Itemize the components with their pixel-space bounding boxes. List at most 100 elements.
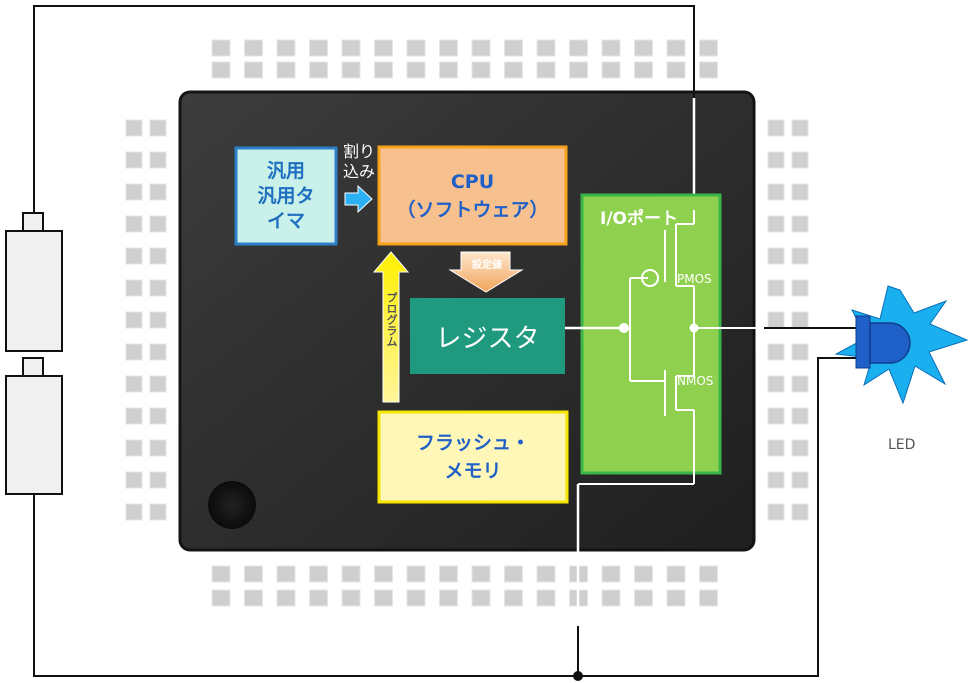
- chip-pin: [504, 61, 523, 79]
- chip-pin: [791, 407, 809, 425]
- chip-pin: [374, 589, 393, 607]
- flash-label-line: メモリ: [444, 460, 502, 482]
- chip-pin: [536, 39, 556, 57]
- chip-pin: [406, 589, 426, 607]
- chip-pin: [767, 119, 785, 137]
- chip-pin: [569, 61, 588, 79]
- chip-pin: [149, 279, 167, 297]
- cpu-label: CPU: [450, 170, 495, 193]
- program-label: プログラム: [385, 292, 398, 347]
- chip-pin: [791, 375, 809, 393]
- setting-value-arrow: [448, 251, 524, 293]
- chip-pin: [125, 407, 143, 425]
- interrupt-label: 割り 込み: [336, 140, 382, 184]
- chip-pin: [504, 589, 523, 607]
- register-block: レジスタ: [410, 298, 565, 374]
- chip-pin: [374, 61, 393, 79]
- chip-pin: [699, 61, 718, 79]
- chip-pin: [471, 565, 491, 583]
- chip-pin: [439, 61, 458, 79]
- chip-pin: [211, 589, 231, 607]
- pmos-label: PMOS: [677, 272, 712, 286]
- chip-pin: [406, 39, 426, 57]
- chip-pin: [471, 39, 491, 57]
- flash-block: フラッシュ・ メモリ: [379, 412, 567, 502]
- chip-pin: [601, 39, 621, 57]
- chip-pin: [374, 39, 393, 57]
- timer-block-box: [234, 146, 338, 246]
- chip-pin: [767, 471, 785, 489]
- chip-pin: [791, 151, 809, 169]
- chip-pin: [767, 375, 785, 393]
- interrupt-label-line: 込み: [342, 162, 375, 181]
- chip-pin: [125, 151, 143, 169]
- program-arrow: [372, 251, 410, 403]
- chip-pin: [309, 565, 328, 583]
- chip-pin: [536, 61, 556, 79]
- led-label: LED: [888, 437, 916, 453]
- chip-pin: [634, 565, 653, 583]
- chip-pin: [634, 61, 653, 79]
- led-rim: [855, 315, 871, 369]
- chip-pin: [791, 215, 809, 233]
- chip-pin: [244, 565, 263, 583]
- chip-pin: [149, 375, 167, 393]
- chip-pin: [791, 503, 809, 521]
- timer-block: 汎用 汎用タ イマ: [236, 148, 336, 244]
- chip-pin: [406, 61, 426, 79]
- chip-pin: [125, 375, 143, 393]
- chip-pin: [699, 589, 718, 607]
- chip-pin: [601, 565, 621, 583]
- chip-pin: [276, 589, 296, 607]
- chip-pin: [244, 589, 263, 607]
- chip-pin: [341, 39, 361, 57]
- chip-pin: [276, 61, 296, 79]
- ground-junction: [573, 671, 583, 681]
- chip-pin: [244, 61, 263, 79]
- chip-pin: [767, 439, 785, 457]
- chip-pin: [666, 61, 686, 79]
- timer-label-line: 汎用: [266, 159, 305, 182]
- chip-pin: [471, 61, 491, 79]
- chip-internal-wires: [576, 98, 696, 626]
- flash-block-box: [377, 410, 569, 504]
- chip-pin: [309, 39, 328, 57]
- inverter-output-node: [689, 323, 699, 333]
- cpu-block-box: [377, 145, 568, 246]
- chip-pin: [767, 183, 785, 201]
- chip-pin: [791, 343, 809, 361]
- chip-pin: [791, 247, 809, 265]
- io-port-box: [580, 193, 722, 475]
- led-dome: [869, 322, 911, 364]
- chip-pin: [439, 39, 458, 57]
- timer-label-line: イマ: [266, 209, 305, 232]
- battery: [5, 212, 63, 495]
- chip-pin: [767, 343, 785, 361]
- chip-pin: [536, 589, 556, 607]
- chip-pin: [276, 39, 296, 57]
- chip-pin: [439, 565, 458, 583]
- circuit-wires: [33, 5, 858, 677]
- chip-pin: [767, 311, 785, 329]
- chip-pin: [149, 439, 167, 457]
- interrupt-arrow: [344, 184, 373, 214]
- chip-pin: [149, 407, 167, 425]
- chip-pin: [767, 247, 785, 265]
- io-port-label: I/Oポート: [600, 209, 678, 229]
- chip-pin: [666, 39, 686, 57]
- chip-pin: [149, 247, 167, 265]
- chip-pin: [439, 589, 458, 607]
- register-label: レジスタ: [435, 323, 540, 354]
- chip-pin: [125, 119, 143, 137]
- nmos-label: NMOS: [677, 374, 714, 388]
- chip-pin: [504, 565, 523, 583]
- chip-pin: [536, 565, 556, 583]
- chip-pin: [211, 39, 231, 57]
- chip-pin: [634, 39, 653, 57]
- chip-pin: [244, 39, 263, 57]
- interrupt-label-line: 割り: [342, 142, 375, 161]
- chip-pin: [211, 61, 231, 79]
- chip-pin: [666, 589, 686, 607]
- chip-pin: [125, 439, 143, 457]
- chip-pin: [276, 565, 296, 583]
